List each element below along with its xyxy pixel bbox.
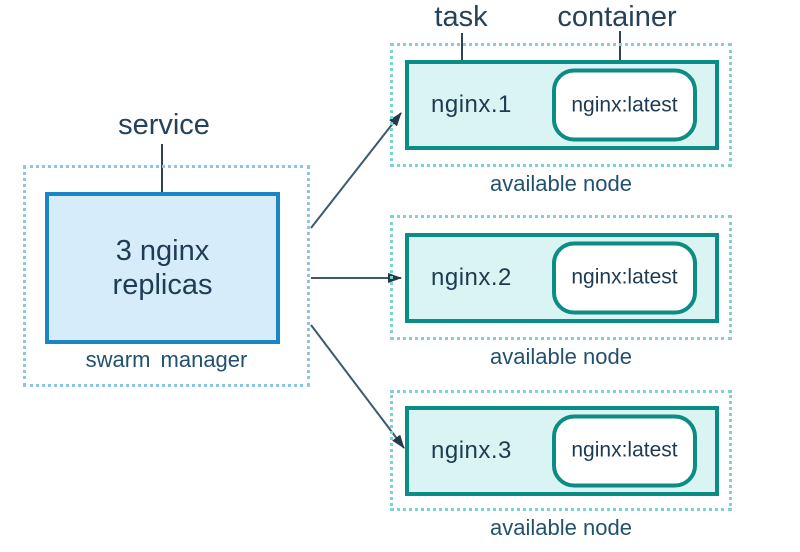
task-label-3: nginx.3 [431,436,512,464]
task-box-2: nginx.2 nginx:latest [405,232,719,323]
container-label-1: nginx:latest [571,93,678,116]
container-label-3: nginx:latest [571,438,678,462]
task-box-1: nginx.1 nginx:latest [405,60,719,150]
container-label-2: nginx:latest [571,265,678,289]
task-label-1: nginx.1 [431,91,512,118]
swarm-manager-caption: swarm manager [85,347,248,372]
available-node-group-1: nginx.1 nginx:latest available node [390,43,732,196]
service-box-text: 3 nginx replicas [112,235,213,301]
node-caption-1: available node [490,171,632,196]
service-box: 3 nginx replicas [45,192,280,344]
node-caption-2: available node [490,344,632,369]
container-callout-label: container [557,1,677,33]
task-box-3: nginx.3 nginx:latest [405,405,719,496]
arrow-to-node-1 [310,112,402,229]
container-box-3: nginx:latest [552,414,697,487]
available-node-group-3: nginx.3 nginx:latest available node [390,390,732,540]
task-label-2: nginx.2 [431,263,512,291]
container-box-2: nginx:latest [552,241,697,314]
service-callout-label: service [118,109,210,141]
node-caption-3: available node [490,515,632,540]
available-node-group-2: nginx.2 nginx:latest available node [390,215,732,369]
task-callout-label: task [434,1,488,33]
container-box-1: nginx:latest [552,68,697,142]
swarm-manager-group: 3 nginx replicas swarm manager [23,165,310,387]
